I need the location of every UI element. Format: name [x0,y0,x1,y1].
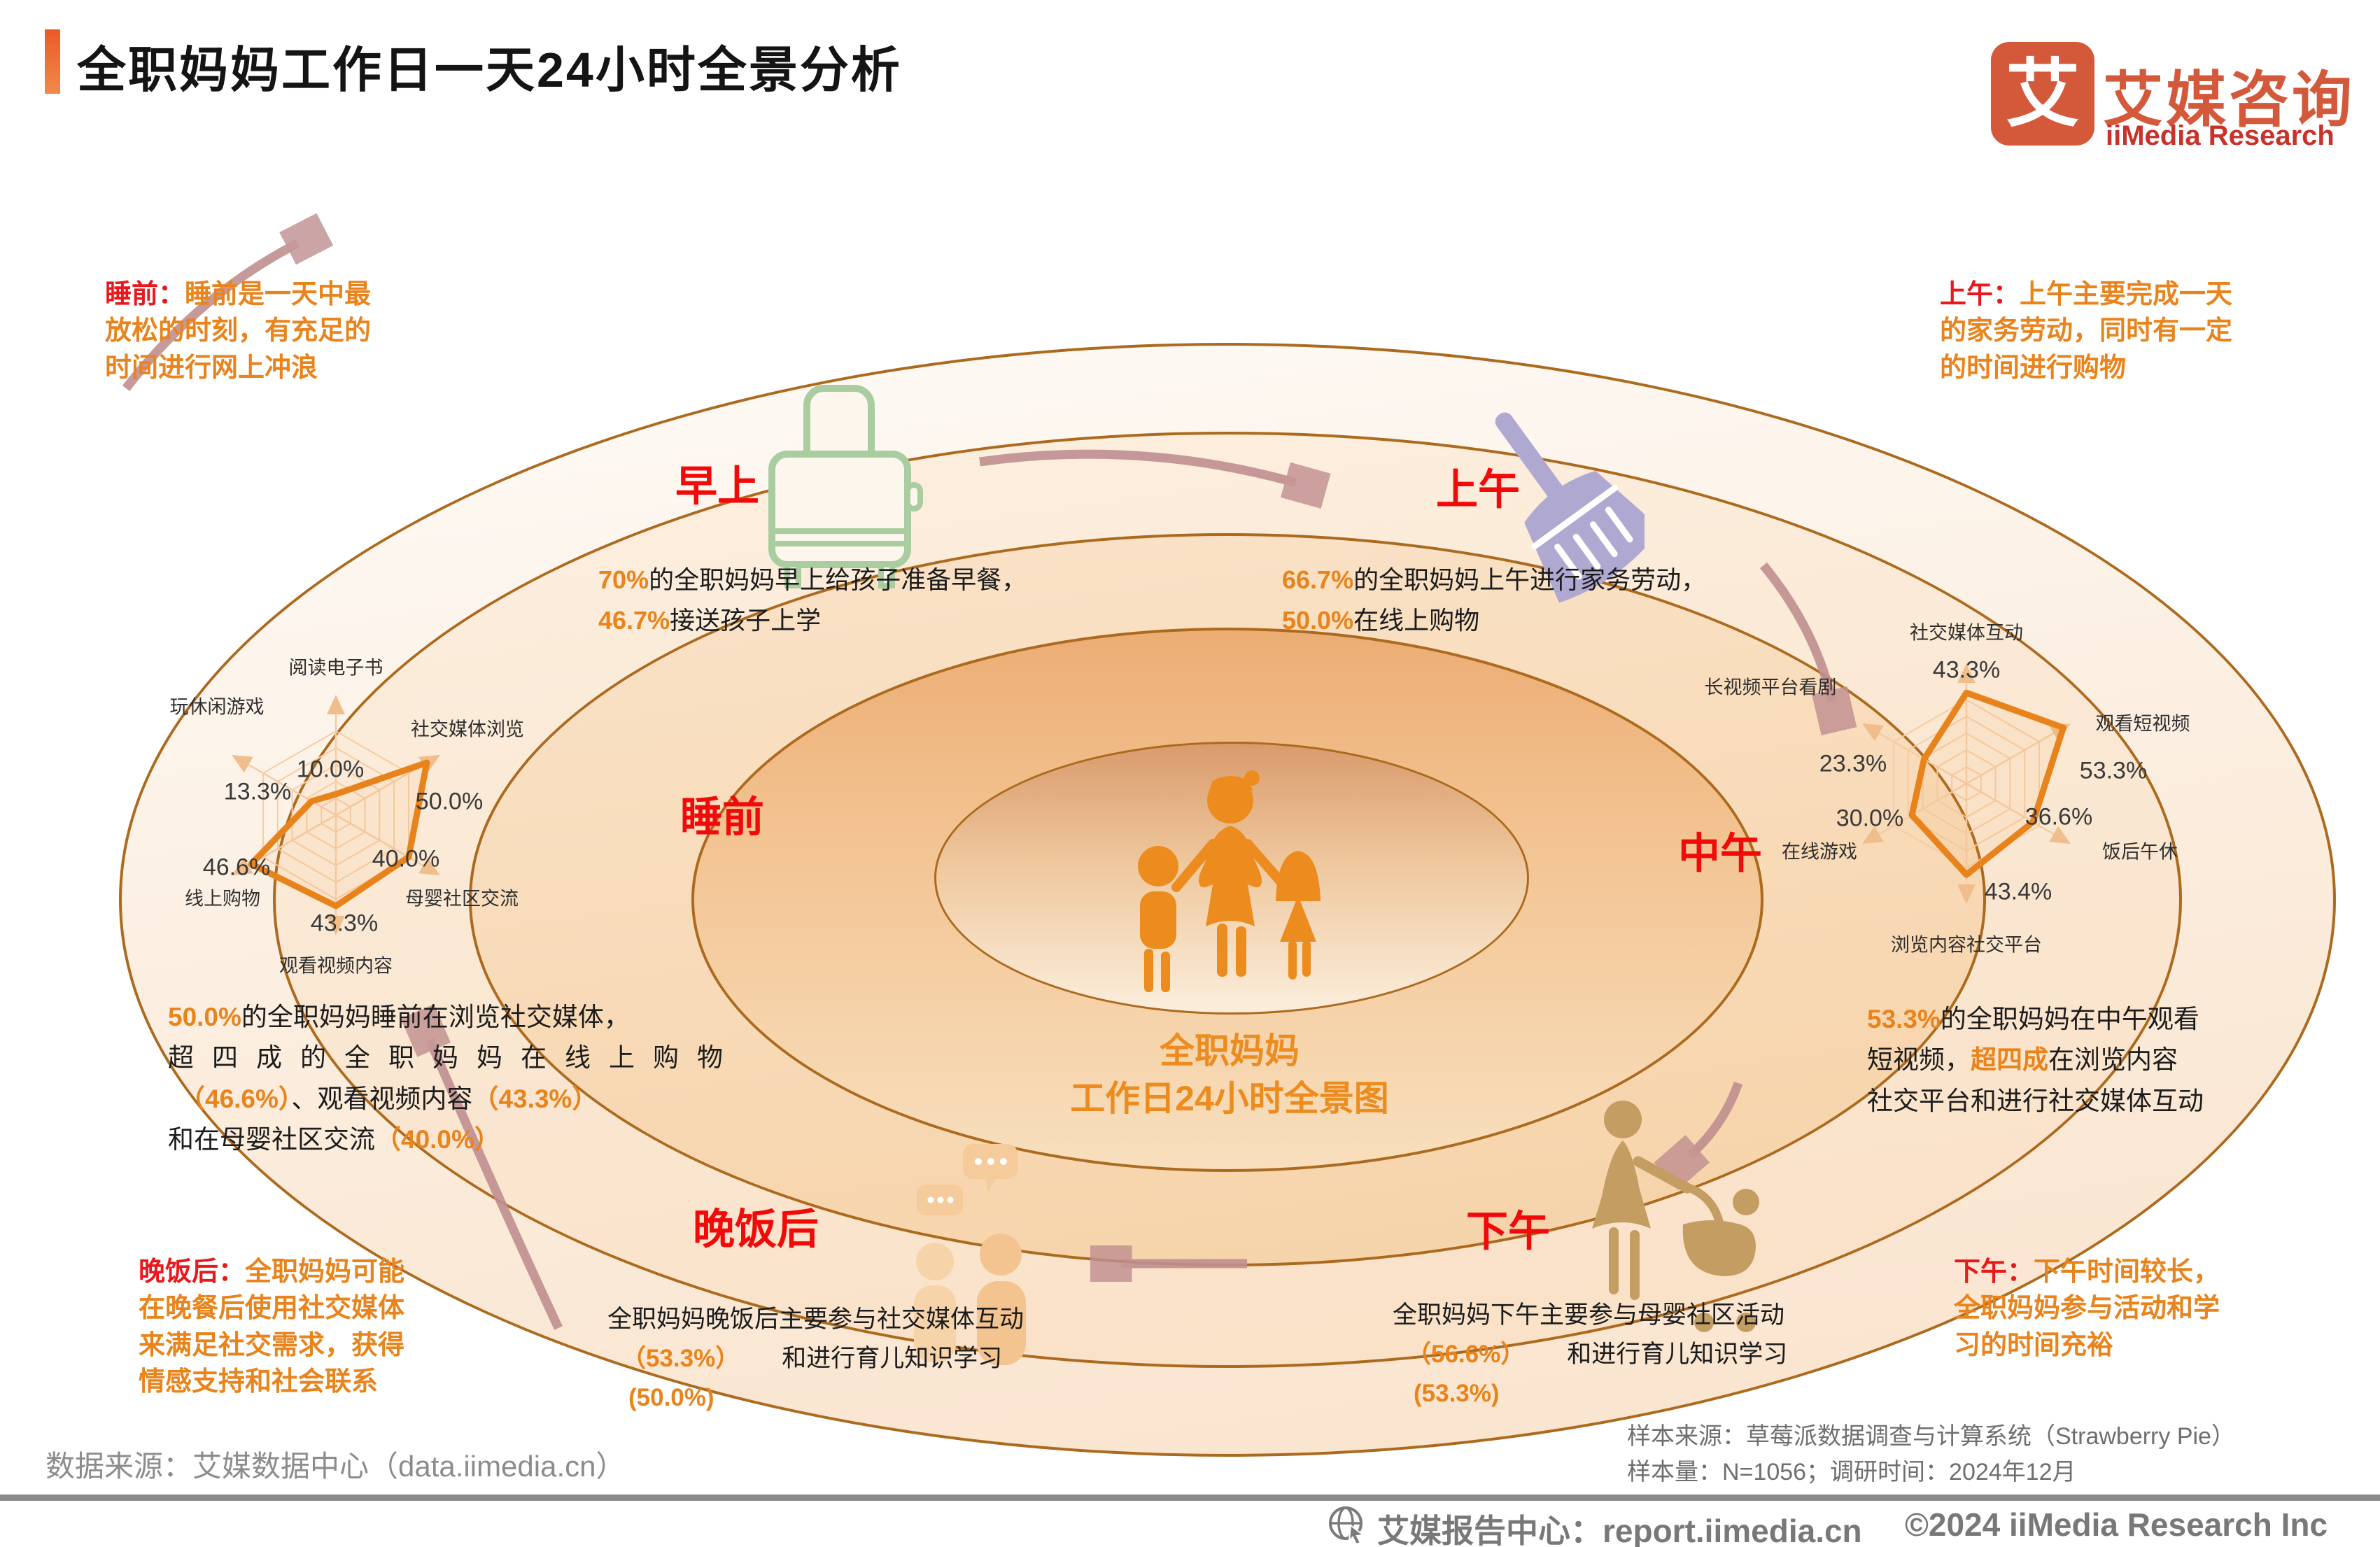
arrow-to-morning-icon [122,243,297,391]
stats-morning: 70%的全职妈妈早上给孩子准备早餐，46.7%接送孩子上学 [598,565,1027,635]
radar-axis-label: 观看视频内容 [279,955,393,977]
radar-axis-label: 阅读电子书 [288,657,383,679]
radar-axis-label: 社交媒体互动 [1910,622,2023,644]
radar-data-polygon [1908,689,2066,878]
note-afternoon: 下午：下午时间较长，全职妈妈参与活动和学习的时间充裕 [1954,1257,2220,1360]
radar-axis-label: 长视频平台看剧 [1704,677,1837,698]
family-icon [1138,770,1321,992]
sample-size: 样本量：N=1056；调研时间：2024年12月 [1627,1459,2076,1485]
radar-axis-label: 观看短视频 [2095,713,2190,735]
radar-axis-label: 浏览内容社交平台 [1891,934,2042,956]
sample-source: 样本来源：草莓派数据调查与计算系统（Strawberry Pie） [1627,1423,2235,1450]
radar-value-label: 46.6% [202,854,271,881]
title-accent-bar [45,29,60,94]
note-after-dinner: 晚饭后：全职妈妈可能在晚餐后使用社交媒体来满足社交需求，获得情感支持和社会联系 [139,1257,405,1397]
center-caption-line2: 工作日24小时全景图 [1070,1079,1389,1118]
chat-people-icon [914,1144,1026,1365]
radar-value-label: 43.3% [310,910,379,937]
stats-afternoon: 全职妈妈下午主要参与母婴社区活动（56.6%）和进行育儿知识学习(53.3%) [1393,1301,1788,1407]
stats-forenoon: 66.7%的全职妈妈上午进行家务劳动，50.0%在线上购物 [1282,565,1707,635]
radar-axis-label: 线上购物 [185,888,260,910]
note-before-sleep: 睡前：睡前是一天中最放松的时刻，有充足的时间进行网上冲浪 [105,280,372,383]
page-title: 全职妈妈工作日一天24小时全景分析 [77,43,902,97]
paragraph-noon: 53.3%的全职妈妈在中午观看短视频，超四成在浏览内容社交平台和进行社交媒体互动 [1867,1005,2204,1115]
radar-chart-before-sleep-activities [168,647,504,987]
globe-cursor-icon [1329,1506,1365,1545]
copyright: ©2024 iiMedia Research Inc [1905,1506,2328,1543]
toaster-icon [768,385,923,588]
radar-axis-label: 社交媒体浏览 [411,719,524,740]
radar-axis-label: 母婴社区交流 [405,888,519,910]
logo-en: iiMedia Research [2106,120,2335,151]
radar-value-label: 13.3% [223,778,292,805]
period-label-forenoon: 上午 [1436,466,1520,514]
arrow-morning-to-forenoon-icon [979,449,1296,483]
broom-icon [1495,412,1645,603]
note-forenoon: 上午：上午主要完成一天的家务劳动，同时有一定的时间进行购物 [1940,280,2233,383]
report-center-link[interactable]: 艾媒报告中心：report.iimedia.cn [1377,1513,1862,1547]
logo-mark: 艾 [1991,42,2094,146]
paragraph-before-sleep: 50.0%的全职妈妈睡前在浏览社交媒体，超四成的全职妈妈在线上购物（46.6%）… [168,1003,741,1154]
sample-info: 样本来源：草莓派数据调查与计算系统（Strawberry Pie） 样本量：N=… [1627,1419,2235,1490]
period-label-after-dinner: 晚饭后 [693,1206,819,1253]
radar-value-label: 50.0% [415,788,484,815]
data-source: 数据来源：艾媒数据中心（data.iimedia.cn） [45,1450,626,1483]
arrow-noon-to-afternoon-icon [1689,1081,1743,1156]
stroller-mother-icon [1592,1101,1759,1332]
radar-value-label: 53.3% [2079,757,2148,784]
radar-value-label: 43.3% [1932,656,2001,684]
radar-axis-label: 在线游戏 [1782,841,1857,863]
radar-axis-label: 饭后午休 [2102,841,2178,863]
radar-value-label: 10.0% [296,756,365,783]
period-label-morning: 早上 [675,462,759,510]
radar-value-label: 36.6% [2025,803,2093,831]
radar-value-label: 43.4% [1984,878,2052,905]
period-label-afternoon: 下午 [1466,1208,1550,1255]
radar-value-label: 30.0% [1836,805,1904,832]
radar-chart-noon-activities [1798,616,2134,955]
center-caption-line1: 全职妈妈 [1160,1031,1300,1071]
radar-value-label: 40.0% [372,845,440,873]
radar-data-polygon [248,759,430,910]
period-label-before-sleep: 睡前 [680,793,764,841]
stats-after-dinner: 全职妈妈晚饭后主要参与社交媒体互动（53.3%）和进行育儿知识学习(50.0%) [607,1306,1024,1411]
arrow-forenoon-to-noon-icon [1759,562,1832,701]
radar-value-label: 23.3% [1819,750,1887,777]
arrow-evening-to-sleep-icon [430,1040,563,1330]
footer-divider [0,1495,2380,1501]
logo-cn: 艾媒咨询 [2103,66,2355,134]
radar-axis-label: 玩休闲游戏 [169,696,265,718]
period-label-noon: 中午 [1678,830,1762,877]
